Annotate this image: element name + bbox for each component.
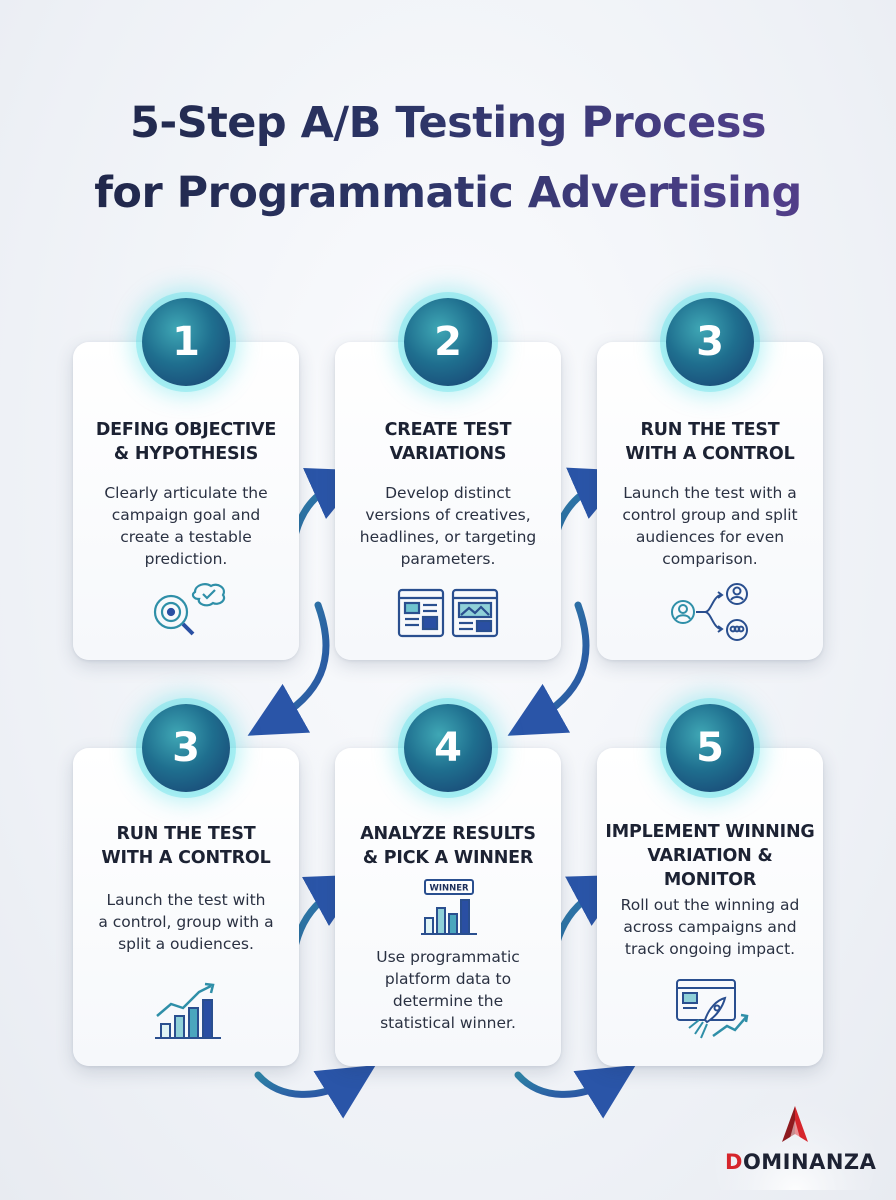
- step-number-badge-2: 2: [404, 298, 492, 386]
- dominanza-logo: [715, 1080, 875, 1190]
- step-number-badge-3: 3: [666, 298, 754, 386]
- rocket-launch-icon: [676, 979, 749, 1039]
- step-card-description: Use programmatic platform data to determ…: [376, 948, 520, 1032]
- title-line-1: 5-Step A/B Testing Process: [0, 88, 896, 158]
- step-card-title: DEFING OBJECTIVE & HYPOTHESIS: [95, 420, 277, 464]
- step-card-1: DEFING OBJECTIVE & HYPOTHESIS Clearly ar…: [73, 342, 299, 660]
- title-line-2: for Programmatic Advertising: [0, 158, 896, 228]
- growth-chart-icon: [155, 982, 221, 1039]
- step-card-description: Roll out the winning ad across campaigns…: [620, 896, 800, 958]
- page-title: 5-Step A/B Testing Process for Programma…: [0, 88, 896, 228]
- step-card-title: RUN THE TEST WITH A CONTROL: [101, 824, 271, 868]
- step-card-4: RUN THE TEST WITH A CONTROL Launch the t…: [73, 748, 299, 1066]
- winner-bar-chart-icon: WINNER: [421, 879, 477, 935]
- step-number-badge-6: 5: [666, 704, 754, 792]
- step-number-badge-5: 4: [404, 704, 492, 792]
- arrow-to-4: [507, 601, 590, 736]
- step-card-description: Launch the test with a control, group wi…: [98, 891, 274, 953]
- step-card-description: Develop distinct versions of creatives, …: [359, 484, 537, 568]
- brand-name: DOMINANZA: [725, 1150, 877, 1174]
- step-card-title: IMPLEMENT WINNING VARIATION & MONITOR: [605, 822, 815, 890]
- ad-layouts-icon: [397, 588, 499, 638]
- audience-split-icon: [671, 583, 748, 641]
- arrow-bottom-b: [514, 1065, 636, 1119]
- winner-label: WINNER: [429, 884, 469, 894]
- step-number-badge-4: 3: [142, 704, 230, 792]
- step-card-3: RUN THE TEST WITH A CONTROL Launch the t…: [597, 342, 823, 660]
- step-card-title: ANALYZE RESULTS & PICK A WINNER: [360, 824, 536, 868]
- step-card-description: Clearly articulate the campaign goal and…: [104, 484, 268, 568]
- target-magnifier-check-icon: [153, 583, 226, 636]
- step-card-title: CREATE TEST VARIATIONS: [384, 420, 512, 464]
- arrow-3-to-row2: [247, 601, 330, 736]
- step-card-2: CREATE TEST VARIATIONS Develop distinct …: [335, 342, 561, 660]
- step-card-6: IMPLEMENT WINNING VARIATION & MONITOR Ro…: [597, 748, 823, 1066]
- arrow-bottom-a: [254, 1065, 376, 1119]
- step-card-title: RUN THE TEST WITH A CONTROL: [625, 420, 795, 464]
- step-number-badge-1: 1: [142, 298, 230, 386]
- step-card-5: ANALYZE RESULTS & PICK A WINNER WINNER U…: [335, 748, 561, 1066]
- step-card-description: Launch the test with a control group and…: [622, 484, 798, 568]
